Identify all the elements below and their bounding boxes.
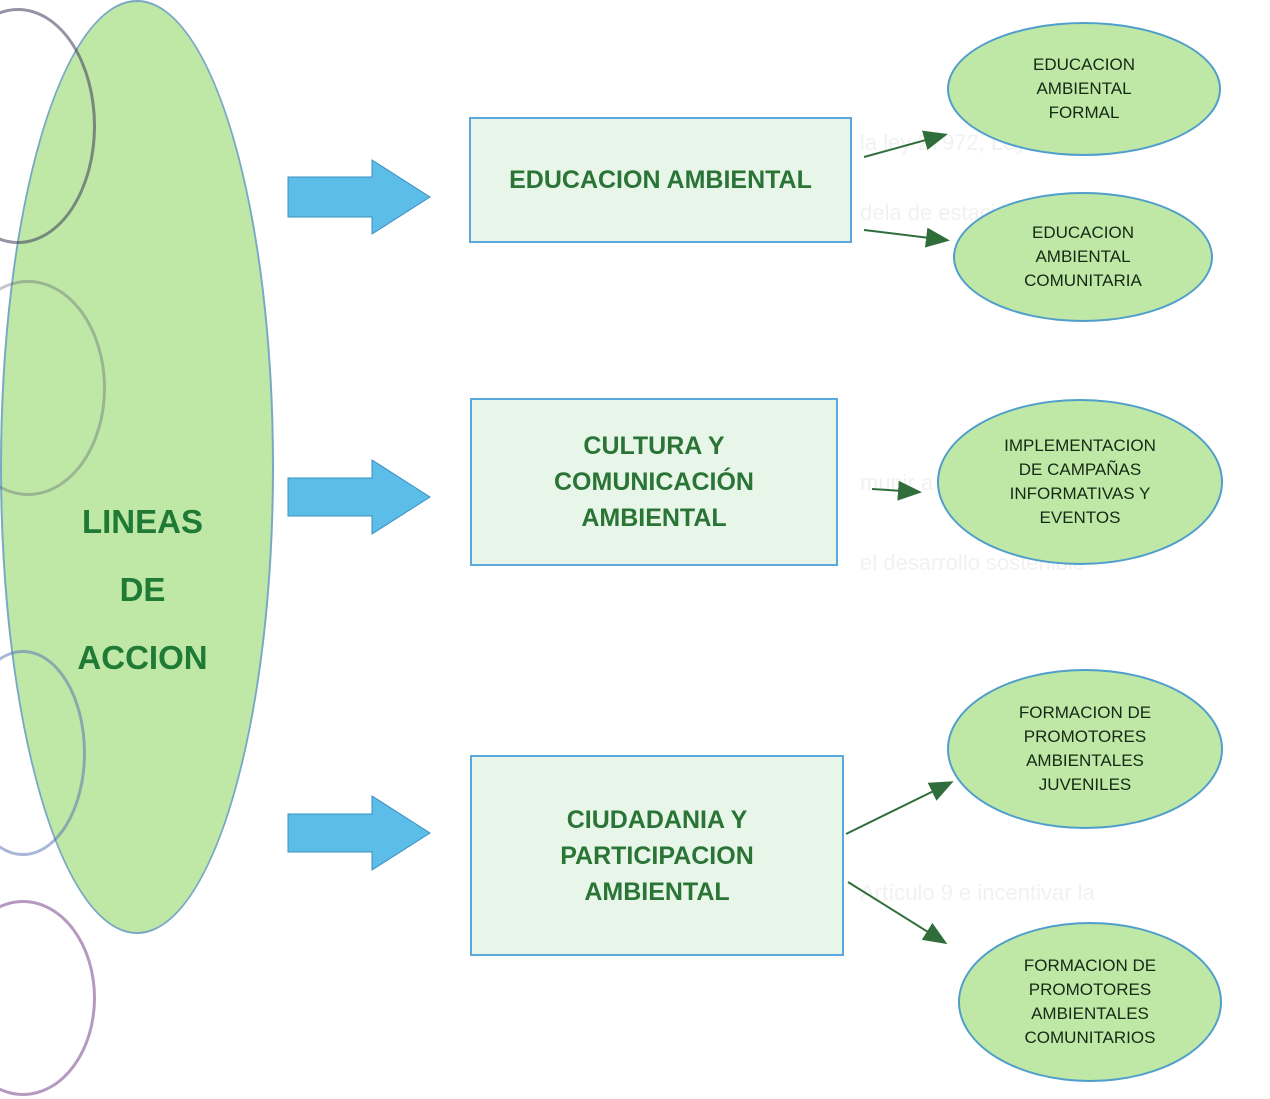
box-cultura-comunicacion: CULTURA Y COMUNICACIÓN AMBIENTAL: [470, 398, 838, 566]
connector-arrow: [863, 130, 948, 158]
oval-educacion-formal: EDUCACION AMBIENTAL FORMAL: [947, 22, 1221, 156]
oval-promotores-comunitarios: FORMACION DE PROMOTORES AMBIENTALES COMU…: [958, 922, 1222, 1082]
box-ciudadania-participacion: CIUDADANIA Y PARTICIPACION AMBIENTAL: [470, 755, 844, 956]
oval-campanas-eventos: IMPLEMENTACION DE CAMPAÑAS INFORMATIVAS …: [937, 399, 1223, 565]
oval-educacion-comunitaria: EDUCACION AMBIENTAL COMUNITARIA: [953, 192, 1213, 322]
block-arrow-1: [287, 159, 431, 235]
connector-arrow: [871, 480, 922, 501]
block-arrow-3: [287, 795, 431, 871]
connector-arrow: [845, 781, 954, 835]
connector-arrow: [847, 881, 948, 945]
block-arrow-2: [287, 459, 431, 535]
connector-arrow: [863, 227, 950, 248]
oval-promotores-juveniles: FORMACION DE PROMOTORES AMBIENTALES JUVE…: [947, 669, 1223, 829]
box-educacion-ambiental: EDUCACION AMBIENTAL: [469, 117, 852, 243]
background-text: Artículo 9 e incentivar la: [860, 880, 1095, 905]
main-label: LINEAS DE ACCION: [77, 503, 208, 676]
